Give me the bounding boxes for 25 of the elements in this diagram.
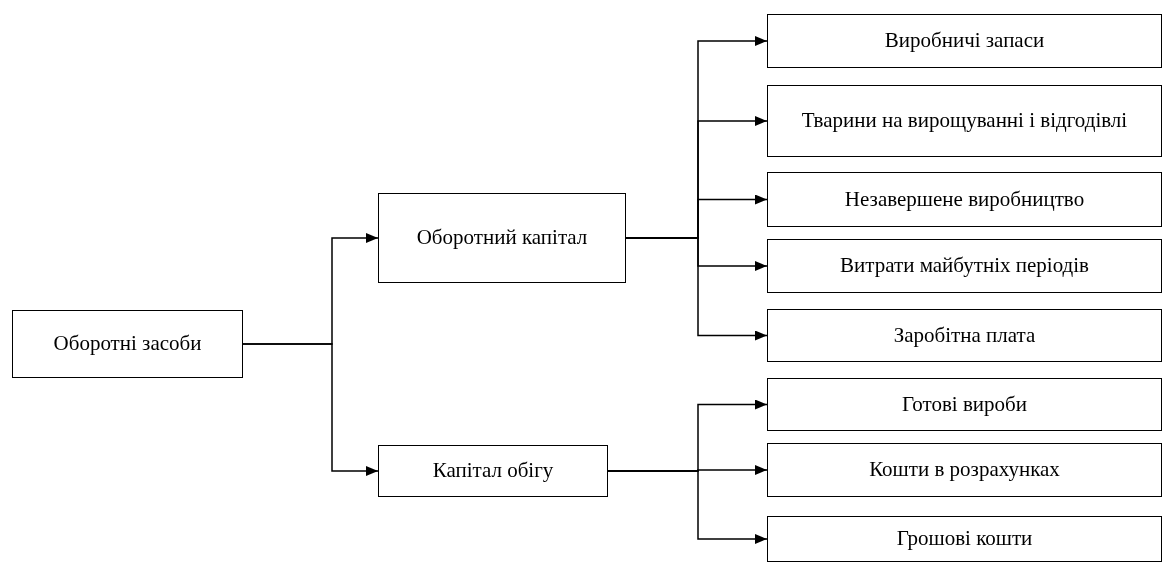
connector-arrow <box>607 470 768 544</box>
connector-arrow <box>625 237 768 341</box>
text-box <box>378 445 608 497</box>
node-label: Заробітна плата <box>893 322 1036 349</box>
node-label: Тварини на вирощуванні і відгодівлі <box>801 108 1128 134</box>
node-label: Капітал обігу <box>432 458 554 484</box>
node-label: Оборотні засоби <box>53 331 202 357</box>
text-box <box>767 172 1162 227</box>
node-label: Грошові кошти <box>896 526 1033 552</box>
text-box <box>767 239 1162 293</box>
text-box <box>767 378 1162 431</box>
node-label: Кошти в розрахунках <box>869 457 1060 483</box>
node-label: Незавершене виробництво <box>844 186 1085 213</box>
node-label: Виробничі запаси <box>884 28 1045 54</box>
text-box <box>767 309 1162 362</box>
text-box <box>767 443 1162 497</box>
text-box <box>767 14 1162 68</box>
connector-arrow <box>242 343 379 476</box>
text-box <box>767 85 1162 157</box>
text-box <box>378 193 626 283</box>
text-box <box>767 516 1162 562</box>
node-label: Витрати майбутніх періодів <box>840 253 1089 279</box>
node-label: Оборотний капітал <box>416 225 588 251</box>
node-label: Готові вироби <box>902 391 1027 418</box>
text-box <box>12 310 243 378</box>
